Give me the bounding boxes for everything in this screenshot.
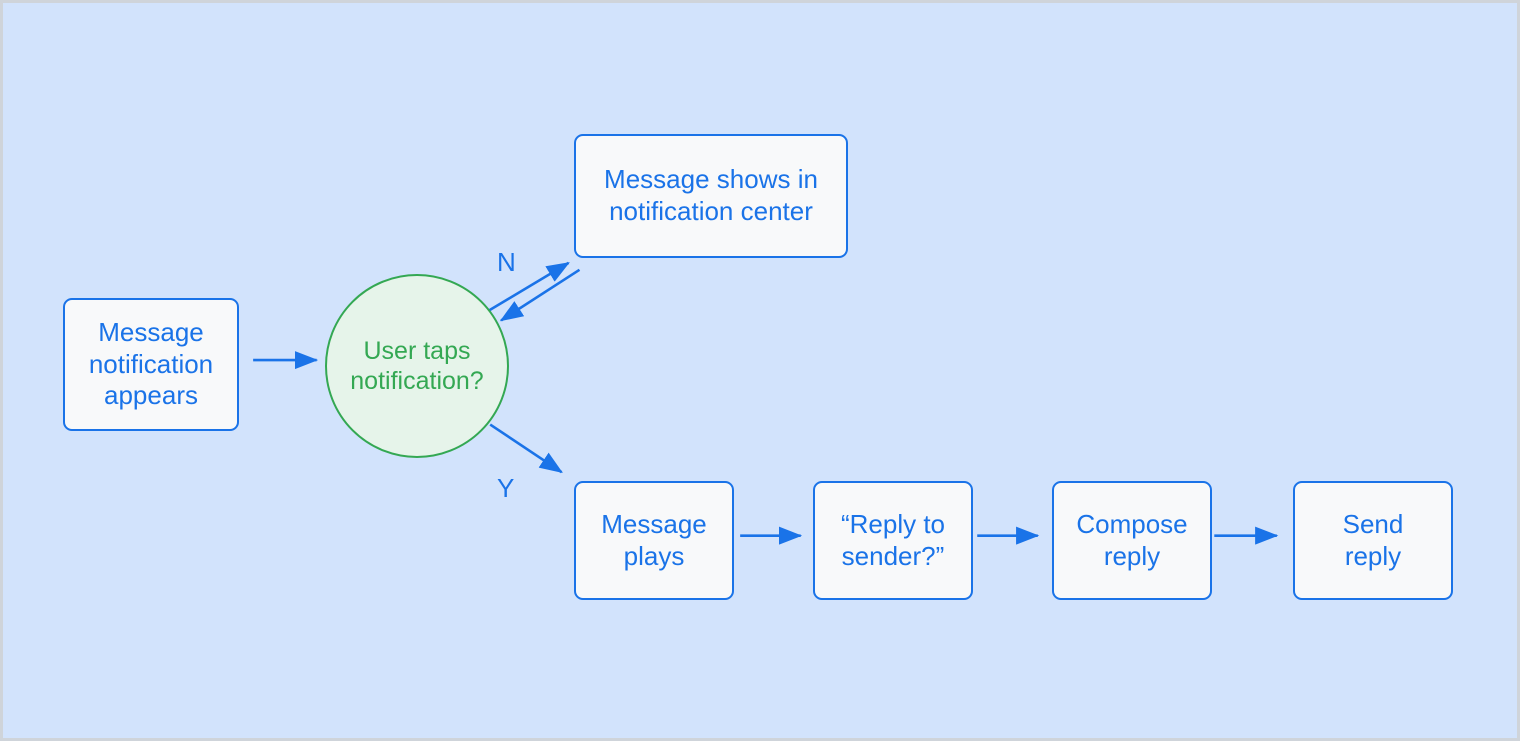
node-send-reply[interactable]: Send reply — [1293, 481, 1453, 600]
edge-decision-to-message-plays — [489, 423, 563, 474]
edge-notification-center-to-decision — [499, 268, 581, 322]
node-message-plays[interactable]: Message plays — [574, 481, 734, 600]
node-message-shows-in-notification-center[interactable]: Message shows in notification center — [574, 134, 848, 258]
node-user-taps-notification[interactable]: User taps notification? — [325, 274, 509, 458]
edge-label-n: N — [497, 247, 516, 277]
node-message-notification-appears[interactable]: Message notification appears — [63, 298, 239, 431]
node-reply-to-sender[interactable]: “Reply to sender?” — [813, 481, 973, 600]
node-compose-reply[interactable]: Compose reply — [1052, 481, 1212, 600]
edge-label-y: Y — [497, 473, 515, 503]
